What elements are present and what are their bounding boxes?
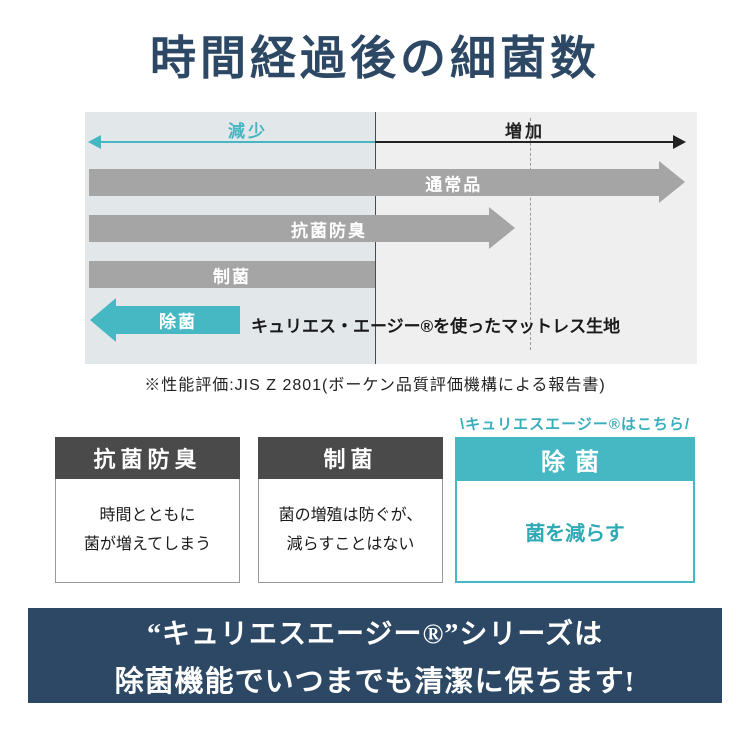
performance-footnote: ※性能評価:JIS Z 2801(ボーケン品質評価機構による報告書) xyxy=(144,377,606,394)
card-bacteriostatic: 制菌 菌の増殖は防ぐが、 減らすことはない xyxy=(258,437,443,583)
card-antibacterial-header: 抗菌防臭 xyxy=(55,437,240,479)
bar-sterilizing-arrowhead-icon xyxy=(90,298,116,342)
bar-normal-product-label: 通常品 xyxy=(425,175,483,194)
bottom-banner: “キュリエスエージー®”シリーズは 除菌機能でいつまでも清潔に保ちます! xyxy=(28,608,722,703)
arrow-right-icon xyxy=(673,135,686,149)
card-bacteriostatic-header: 制菌 xyxy=(258,437,443,479)
increase-axis-line xyxy=(375,141,673,143)
product-callout: \キュリエスエージー®はこちら/ xyxy=(459,416,691,433)
page-title: 時間経過後の細菌数 xyxy=(150,33,600,84)
dashed-guide-line xyxy=(530,118,531,350)
card-antibacterial: 抗菌防臭 時間とともに 菌が増えてしまう xyxy=(55,437,240,583)
arrow-left-icon xyxy=(88,135,101,149)
bar-normal-arrowhead-icon xyxy=(659,161,685,203)
card-sterilizing-header: 除菌 xyxy=(455,437,695,481)
bacteria-count-chart: 減少 増加 通常品 抗菌防臭 制菌 除菌 キュリエス・エージー®を使ったマットレ… xyxy=(85,112,697,364)
bar-bacteriostatic: 制菌 xyxy=(89,261,375,288)
increase-label: 増加 xyxy=(505,122,545,141)
card-sterilizing: 除菌 菌を減らす xyxy=(455,437,695,583)
bar-normal-product: 通常品 xyxy=(89,169,659,196)
card-bacteriostatic-body: 菌の増殖は防ぐが、 減らすことはない xyxy=(258,479,443,583)
decrease-label: 減少 xyxy=(228,122,268,141)
bar-bacteriostatic-label: 制菌 xyxy=(213,267,251,286)
bar-sterilizing-label: 除菌 xyxy=(159,312,197,332)
card-sterilizing-body: 菌を減らす xyxy=(455,481,695,583)
banner-clean-line: 除菌機能でいつまでも清潔に保ちます! xyxy=(114,665,636,698)
mattress-fabric-annotation: キュリエス・エージー®を使ったマットレス生地 xyxy=(251,317,621,336)
banner-series-line: “キュリエスエージー®”シリーズは xyxy=(147,618,603,650)
bar-antibacterial-label: 抗菌防臭 xyxy=(291,221,367,240)
bar-antibacterial-arrowhead-icon xyxy=(489,207,515,249)
bar-antibacterial: 抗菌防臭 xyxy=(89,215,489,242)
card-antibacterial-body: 時間とともに 菌が増えてしまう xyxy=(55,479,240,583)
bar-sterilizing: 除菌 xyxy=(116,306,240,334)
decrease-axis-line xyxy=(95,141,375,143)
